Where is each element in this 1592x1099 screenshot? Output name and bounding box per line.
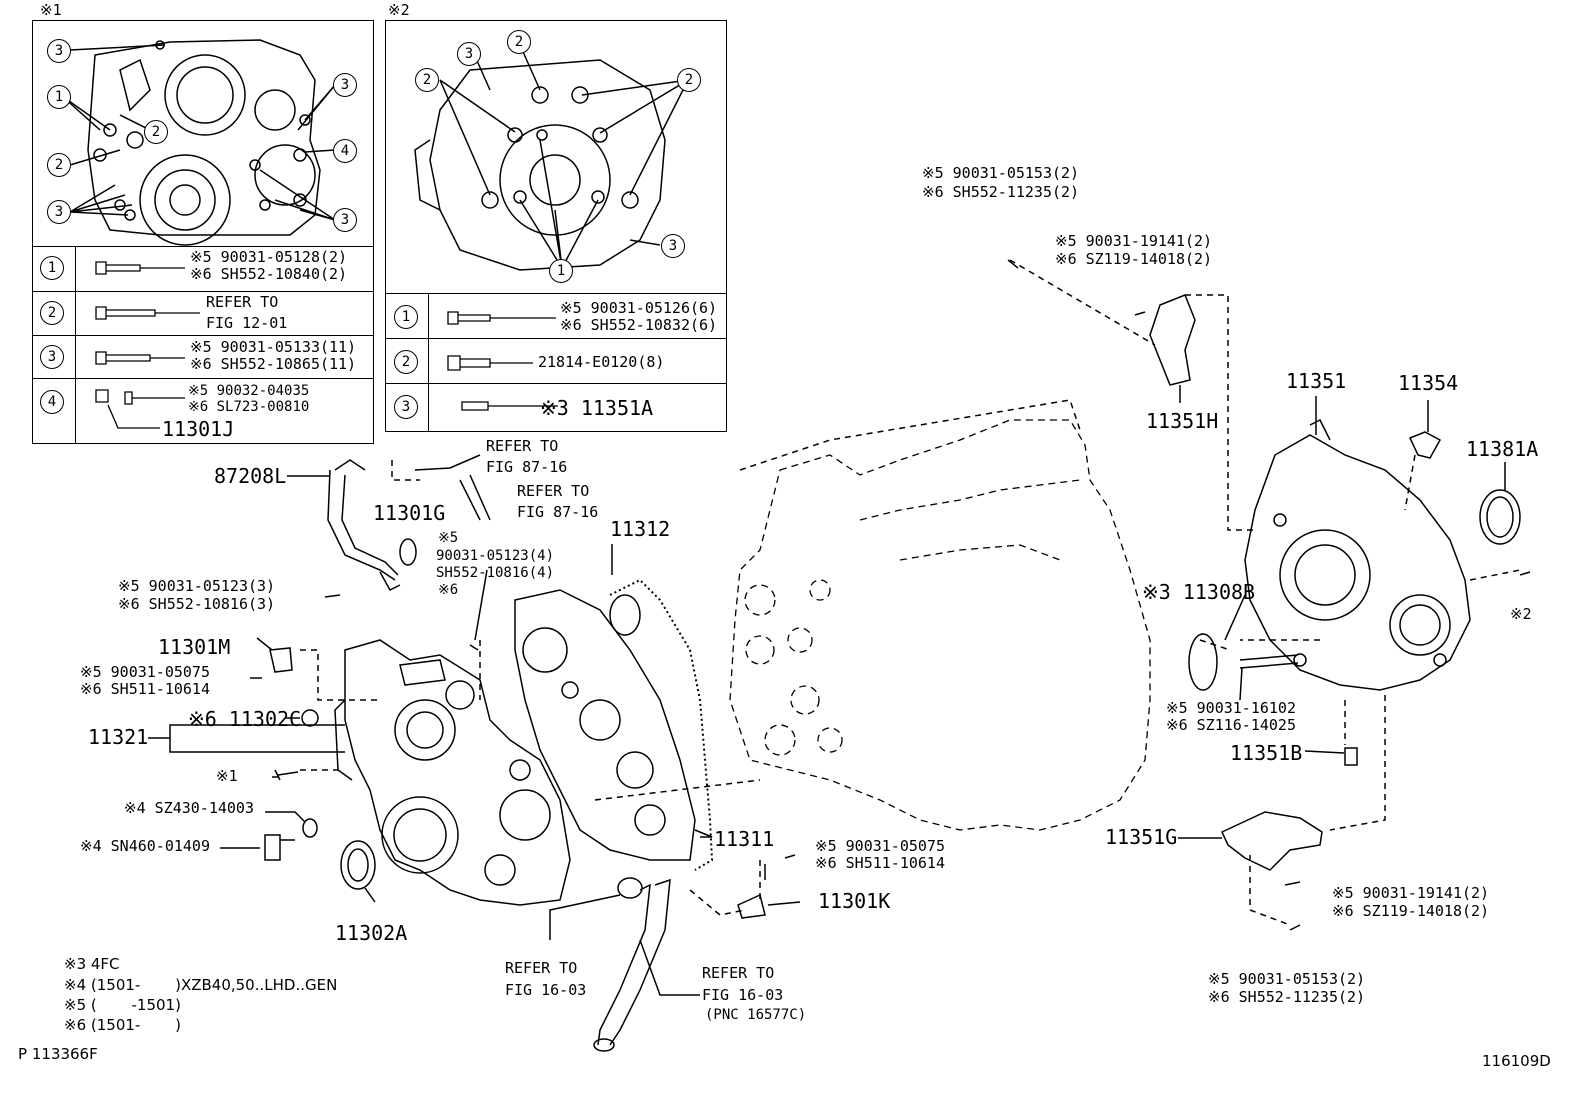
part-11381A: 11381A bbox=[1466, 437, 1539, 461]
inset1-callout-2: 2 bbox=[47, 153, 71, 177]
inset1-panel bbox=[32, 20, 374, 444]
bolt-sh511-10614-b: ※6 SH511-10614 bbox=[815, 854, 945, 872]
part-11301K: 11301K bbox=[818, 889, 891, 913]
inset2-callout-2: 2 bbox=[507, 30, 531, 54]
bolt-sn460-01409: ※4 SN460-01409 bbox=[80, 837, 210, 855]
inset1-row4-text2: ※6 SL723-00810 bbox=[188, 399, 310, 415]
bolt-sh552-10816-4: SH552-10816(4) bbox=[436, 565, 555, 581]
inset2-row2-num: 2 bbox=[394, 350, 418, 374]
part-11351: 11351 bbox=[1286, 369, 1347, 393]
inset1-row2-text2: FIG 12-01 bbox=[206, 314, 288, 332]
part-11351B: 11351B bbox=[1230, 741, 1303, 765]
inset1-callout-3: 3 bbox=[47, 39, 71, 63]
refer-fig-16-03-a-line1: REFER TO bbox=[505, 959, 578, 977]
inset1-callout-3: 3 bbox=[333, 208, 357, 232]
footer-right-code: 116109D bbox=[1482, 1052, 1551, 1070]
footer-left-code: P 113366F bbox=[18, 1045, 98, 1063]
note-line-4: ※6 (1501- ) bbox=[64, 1016, 181, 1034]
bolt-sh511-10614-a: ※6 SH511-10614 bbox=[80, 680, 210, 698]
part-11351G: 11351G bbox=[1105, 825, 1178, 849]
inset2-callout-3: 3 bbox=[457, 42, 481, 66]
part-87208L: 87208L bbox=[214, 464, 287, 488]
inset1-mark: ※1 bbox=[40, 1, 62, 19]
refer-fig-16-03-b-line1: REFER TO bbox=[702, 964, 775, 982]
part-11301J: 11301J bbox=[162, 417, 235, 441]
inset1-row3-num: 3 bbox=[40, 345, 64, 369]
note-mark-5: ※5 bbox=[438, 530, 459, 546]
bolt-90031-05123-4: 90031-05123(4) bbox=[436, 548, 555, 564]
inset2-callout-1: 1 bbox=[549, 259, 573, 283]
part-11354: 11354 bbox=[1398, 371, 1459, 395]
inset1-row1-num: 1 bbox=[40, 256, 64, 280]
inset2-callout-2: 2 bbox=[677, 68, 701, 92]
inset1-callout-3: 3 bbox=[47, 200, 71, 224]
part-11308B: ※3 11308B bbox=[1142, 580, 1256, 604]
bolt-sh552-11235-b: ※6 SH552-11235(2) bbox=[1208, 988, 1366, 1006]
inset1-row2-num: 2 bbox=[40, 301, 64, 325]
inset1-callout-3: 3 bbox=[333, 73, 357, 97]
part-11311: 11311 bbox=[714, 827, 775, 851]
bolt-sz119-14018-a: ※6 SZ119-14018(2) bbox=[1055, 250, 1213, 268]
refer-fig-87-16-b-line2: FIG 87-16 bbox=[517, 503, 599, 521]
inset1-callout-1: 1 bbox=[47, 85, 71, 109]
inset2-row1-num: 1 bbox=[394, 305, 418, 329]
inset1-row1-text2: ※6 SH552-10840(2) bbox=[190, 265, 348, 283]
part-11312: 11312 bbox=[610, 517, 671, 541]
bolt-90031-05075-a: ※5 90031-05075 bbox=[80, 663, 210, 681]
refer-fig-87-16-a-line1: REFER TO bbox=[486, 437, 559, 455]
inset1-callout-4: 4 bbox=[333, 139, 357, 163]
bolt-90031-05123-3: ※5 90031-05123(3) bbox=[118, 577, 276, 595]
note-mark-6: ※6 bbox=[438, 582, 459, 598]
bolt-90031-05153-b: ※5 90031-05153(2) bbox=[1208, 970, 1366, 988]
inset1-row1-text1: ※5 90031-05128(2) bbox=[190, 248, 348, 266]
note-line-2: ※4 (1501- )XZB40,50..LHD..GEN bbox=[64, 976, 338, 994]
part-11321: 11321 bbox=[88, 725, 149, 749]
note-line-1: ※3 4FC bbox=[64, 955, 120, 973]
inset1-row3-text2: ※6 SH552-10865(11) bbox=[190, 355, 357, 373]
inset2-row3-text1: ※3 11351A bbox=[540, 396, 654, 420]
inset1-row3-text1: ※5 90031-05133(11) bbox=[190, 338, 357, 356]
bolt-sh552-11235-a: ※6 SH552-11235(2) bbox=[922, 183, 1080, 201]
inset1-row4-text1: ※5 90032-04035 bbox=[188, 383, 310, 399]
stud-90031-16102: ※5 90031-16102 bbox=[1166, 699, 1296, 717]
part-11302C: ※6 11302C bbox=[188, 707, 302, 731]
inset2-callout-2: 2 bbox=[415, 68, 439, 92]
inset2-row1-text1: ※5 90031-05126(6) bbox=[560, 299, 718, 317]
pnc-16577c: (PNC 16577C) bbox=[705, 1007, 807, 1023]
refer-fig-16-03-b-line2: FIG 16-03 bbox=[702, 986, 784, 1004]
part-11351H: 11351H bbox=[1146, 409, 1219, 433]
note-line-3: ※5 ( -1501) bbox=[64, 996, 181, 1014]
refer-fig-16-03-a-line2: FIG 16-03 bbox=[505, 981, 587, 999]
inset2-row3-num: 3 bbox=[394, 395, 418, 419]
part-11301G: 11301G bbox=[373, 501, 446, 525]
inset1-row4-num: 4 bbox=[40, 390, 64, 414]
part-11302A: 11302A bbox=[335, 921, 408, 945]
inset1-drawing bbox=[61, 39, 336, 246]
part-11301M: 11301M bbox=[158, 635, 231, 659]
note-mark-2: ※2 bbox=[1510, 605, 1532, 623]
inset2-drawing bbox=[414, 44, 689, 271]
bolt-90031-19141-a: ※5 90031-19141(2) bbox=[1055, 232, 1213, 250]
refer-fig-87-16-b-line1: REFER TO bbox=[517, 482, 590, 500]
refer-fig-87-16-a-line2: FIG 87-16 bbox=[486, 458, 568, 476]
note-mark-1: ※1 bbox=[216, 767, 238, 785]
stud-sz116-14025: ※6 SZ116-14025 bbox=[1166, 716, 1296, 734]
inset2-row1-text2: ※6 SH552-10832(6) bbox=[560, 316, 718, 334]
washer-sz430-14003: ※4 SZ430-14003 bbox=[124, 799, 254, 817]
bolt-90031-19141-b: ※5 90031-19141(2) bbox=[1332, 884, 1490, 902]
inset1-callout-2: 2 bbox=[144, 120, 168, 144]
inset1-row2-text1: REFER TO bbox=[206, 293, 279, 311]
inset2-panel bbox=[385, 20, 727, 432]
bolt-90031-05153-a: ※5 90031-05153(2) bbox=[922, 164, 1080, 182]
inset2-row2-text1: 21814-E0120(8) bbox=[538, 353, 665, 371]
bolt-sz119-14018-b: ※6 SZ119-14018(2) bbox=[1332, 902, 1490, 920]
bolt-sh552-10816-3: ※6 SH552-10816(3) bbox=[118, 595, 276, 613]
inset2-mark: ※2 bbox=[388, 1, 410, 19]
inset2-callout-3: 3 bbox=[661, 234, 685, 258]
bolt-90031-05075-b: ※5 90031-05075 bbox=[815, 837, 945, 855]
main-drawing bbox=[148, 259, 1531, 1052]
